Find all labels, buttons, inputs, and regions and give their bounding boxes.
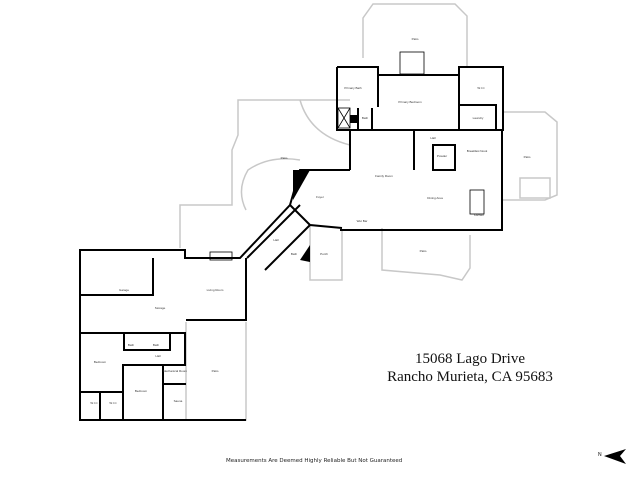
room-label-storage: Storage — [155, 306, 166, 310]
room-label-bath-b: Bath — [153, 343, 160, 347]
address-line-1: 15068 Lago Drive — [415, 351, 525, 367]
property-address: 15068 Lago Drive Rancho Murieta, CA 9568… — [360, 350, 580, 386]
room-label-bath-primary-small: Bath — [362, 116, 369, 120]
room-label-primary-bath: Primary Bath — [344, 86, 362, 90]
room-label-bath-a: Bath — [128, 343, 135, 347]
fixtures — [209, 51, 485, 261]
north-arrow-icon — [604, 449, 626, 464]
room-label-garage: Garage — [119, 288, 129, 292]
room-label-hall-lower: Hall — [155, 354, 161, 358]
room-label-foyer: Foyer — [316, 195, 324, 199]
room-label-hall-upper: Hall — [430, 136, 436, 140]
room-label-bath-diagonal: Bath — [291, 252, 298, 256]
compass: N — [598, 448, 628, 468]
room-label-patio-bottom: Patio — [420, 249, 427, 253]
room-label-powder: Powder — [437, 154, 447, 158]
room-label-patio-right: Patio — [524, 155, 531, 159]
room-label-porch: Porch — [320, 252, 328, 256]
room-labels: Patio Primary Bath Primary Bedroom W.I.C… — [90, 37, 530, 405]
room-label-wic-1: W.I.C — [90, 401, 98, 405]
room-label-kitchen: Kitchen — [474, 213, 484, 217]
room-label-hall-diagonal: Hall — [273, 238, 279, 242]
room-label-breakfast-nook: Breakfast Nook — [467, 149, 488, 153]
address-line-2: Rancho Murieta, CA 95683 — [387, 369, 553, 385]
room-label-bedroom-2: Bedroom — [135, 389, 148, 393]
room-label-patio-lower-left: Patio — [212, 369, 219, 373]
room-label-wic-2: W.I.C — [109, 401, 117, 405]
room-label-patio-left: Patio — [281, 156, 288, 160]
room-label-dining-area: Dining Area — [427, 196, 443, 200]
room-label-patio-top: Patio — [412, 37, 419, 41]
compass-label: N — [598, 452, 602, 458]
walls — [79, 66, 504, 421]
room-label-family-room: Family Room — [375, 174, 393, 178]
room-label-wet-bar: Wet Bar — [357, 219, 368, 223]
room-label-wic-primary: W.I.C — [477, 86, 485, 90]
room-label-mechanical-room: Mechanical Room — [163, 369, 188, 373]
room-label-primary-bedroom: Primary Bedroom — [398, 100, 422, 104]
room-label-bedroom-1: Bedroom — [94, 360, 107, 364]
room-label-sauna: Sauna — [174, 399, 183, 403]
room-label-living-room: Living Room — [207, 288, 224, 292]
room-label-laundry: Laundry — [473, 116, 484, 120]
disclaimer: Measurements Are Deemed Highly Reliable … — [226, 458, 403, 464]
